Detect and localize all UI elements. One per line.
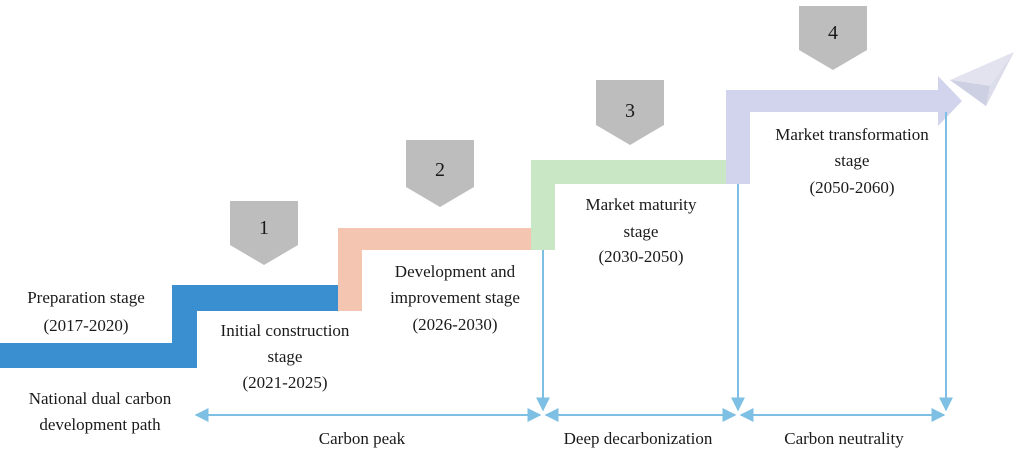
- stage-development-label: Development and improvement stage (2026-…: [390, 262, 520, 334]
- paper-plane-icon: [950, 52, 1014, 106]
- badge-3: 3: [596, 80, 664, 145]
- staircase-path: [0, 76, 962, 368]
- period-carbon-neutrality-label: Carbon neutrality: [784, 429, 904, 448]
- step-transformation-arrow: [726, 76, 962, 184]
- step-preparation-bar: [0, 343, 195, 368]
- svg-text:development path: development path: [39, 415, 161, 434]
- period-deep-decarbonization-label: Deep decarbonization: [564, 429, 713, 448]
- step-development-bar: [338, 228, 532, 250]
- svg-text:Preparation stage: Preparation stage: [27, 288, 145, 307]
- svg-text:improvement stage: improvement stage: [390, 288, 520, 307]
- svg-text:(2030-2050): (2030-2050): [599, 247, 684, 266]
- badge-4-number: 4: [828, 22, 838, 44]
- badge-4: 4: [799, 6, 867, 70]
- step-initial-bar: [172, 285, 340, 311]
- svg-text:National dual carbon: National dual carbon: [29, 389, 172, 408]
- svg-text:stage: stage: [835, 151, 870, 170]
- stage-initial-construction-label: Initial construction stage (2021-2025): [221, 321, 350, 392]
- period-carbon-peak-label: Carbon peak: [319, 429, 406, 448]
- svg-text:stage: stage: [268, 347, 303, 366]
- svg-text:Development and: Development and: [395, 262, 516, 281]
- badge-3-number: 3: [625, 100, 635, 122]
- path-label: National dual carbon development path: [29, 389, 172, 434]
- svg-text:(2021-2025): (2021-2025): [243, 373, 328, 392]
- svg-text:(2026-2030): (2026-2030): [413, 315, 498, 334]
- stage-market-maturity-label: Market maturity stage (2030-2050): [586, 195, 697, 266]
- svg-text:Market transformation: Market transformation: [775, 125, 929, 144]
- badge-1-number: 1: [259, 217, 269, 239]
- svg-text:Initial construction: Initial construction: [221, 321, 350, 340]
- badge-2-number: 2: [435, 159, 445, 181]
- badge-2: 2: [406, 140, 474, 207]
- stage-market-transformation-label: Market transformation stage (2050-2060): [775, 125, 929, 197]
- svg-text:(2017-2020): (2017-2020): [44, 316, 129, 335]
- svg-text:stage: stage: [624, 222, 659, 241]
- step-maturity-bar: [531, 160, 727, 184]
- svg-text:(2050-2060): (2050-2060): [810, 178, 895, 197]
- stage-preparation-label: Preparation stage (2017-2020): [27, 288, 145, 335]
- svg-text:Market maturity: Market maturity: [586, 195, 697, 214]
- badge-1: 1: [230, 201, 298, 265]
- vertical-connectors: [536, 112, 953, 412]
